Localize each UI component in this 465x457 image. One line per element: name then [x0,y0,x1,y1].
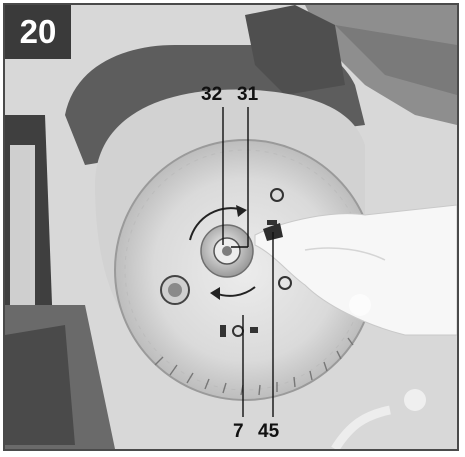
photo-frame: 20 32 31 7 45 [3,3,459,451]
callout-31: 31 [237,84,259,105]
circular-saw-photo [5,5,457,449]
callout-7: 7 [233,421,244,442]
callout-45: 45 [258,421,280,442]
figure-number-badge: 20 [5,5,71,59]
hand [254,204,457,336]
callout-32: 32 [201,84,223,105]
